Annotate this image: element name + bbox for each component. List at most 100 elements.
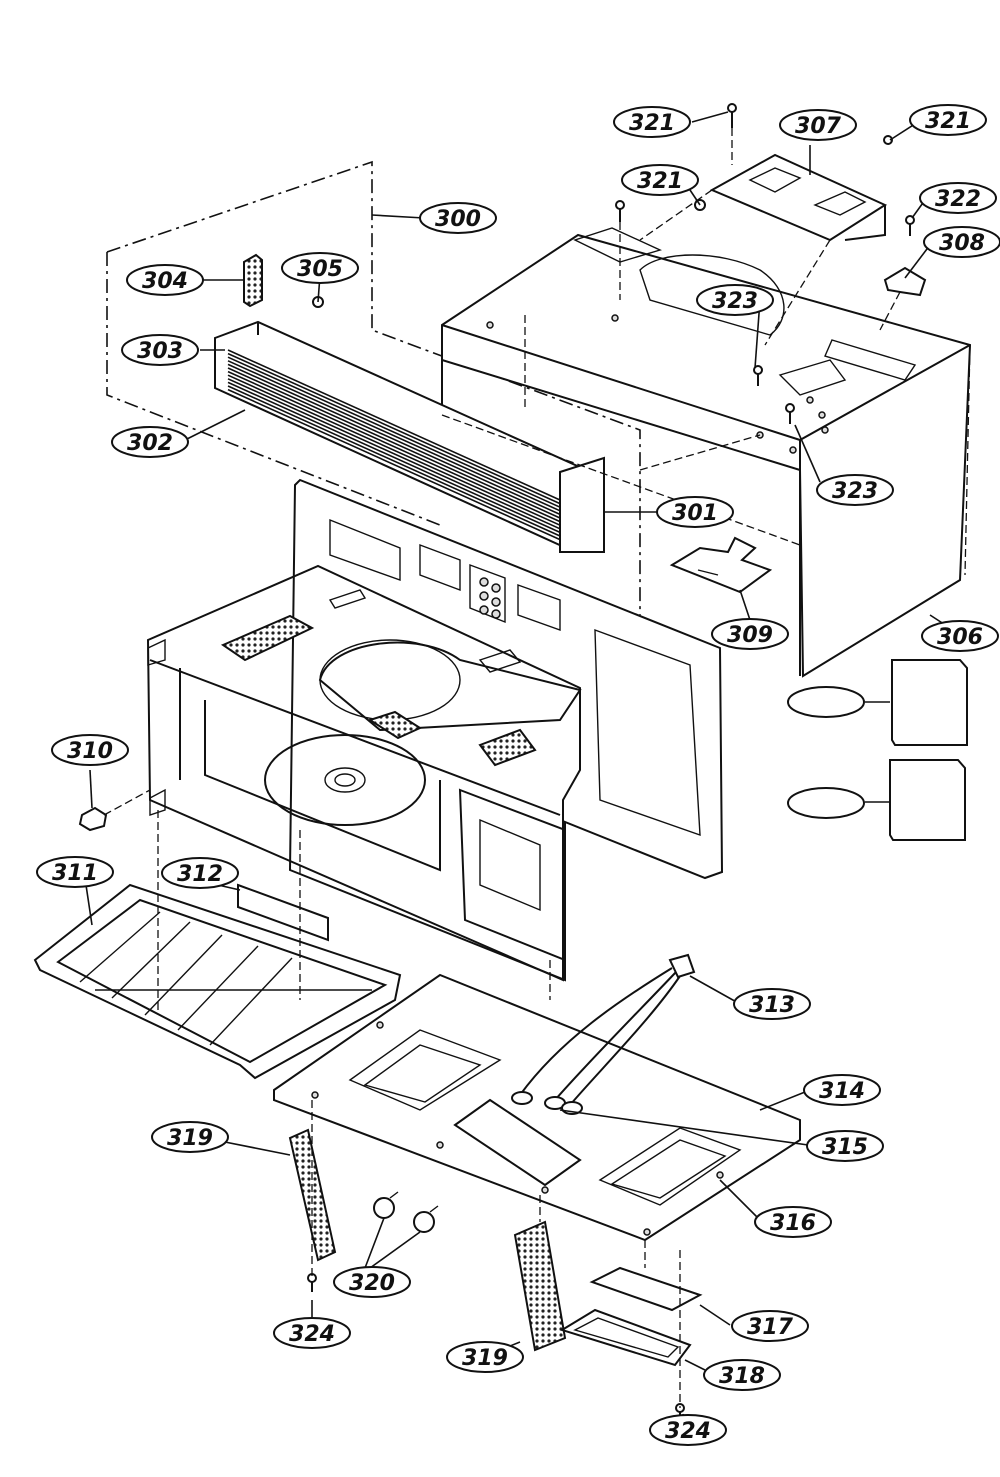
callout-oval [921, 620, 999, 652]
callout-number: 320 [349, 1271, 395, 1296]
callout-306-c306: 306 [921, 620, 999, 652]
part-319-filter-right [513, 1220, 567, 1352]
part-310-latch [78, 789, 151, 832]
callout-321-c321b: 321 [621, 164, 699, 196]
callout-oval [273, 1317, 351, 1349]
callout-number: 307 [795, 114, 842, 139]
part-313-wire-harness [511, 953, 696, 1115]
grille-slot [227, 349, 561, 501]
callout-number: 310 [67, 739, 113, 764]
callout-312-c312: 312 [161, 857, 239, 889]
part-314-bottom-plate [273, 973, 801, 1242]
callout-307-c307: 307 [779, 109, 857, 141]
callout-oval [161, 857, 239, 889]
callout-number: 319 [167, 1126, 213, 1151]
part-302-vent-grille [214, 320, 605, 553]
callout-blank-cblank2 [787, 787, 865, 819]
callout-310-c310: 310 [51, 734, 129, 766]
callout-number: 316 [770, 1211, 816, 1236]
callout-number: 303 [137, 339, 183, 364]
callout-oval [656, 496, 734, 528]
callout-number: 315 [822, 1135, 868, 1160]
callout-number: 317 [747, 1315, 794, 1340]
callout-oval [787, 787, 865, 819]
callout-323-c323a: 323 [696, 284, 774, 316]
callout-315-c315: 315 [806, 1130, 884, 1162]
callout-number: 312 [177, 862, 223, 887]
callout-300-c300: 300 [419, 202, 497, 234]
part-312-label [237, 883, 329, 942]
part-318-cover [559, 1308, 692, 1367]
callout-308-c308: 308 [923, 226, 1000, 258]
callout-number: 322 [935, 187, 981, 212]
callout-oval [111, 426, 189, 458]
callout-313-c313: 313 [733, 988, 811, 1020]
callout-oval [281, 252, 359, 284]
callout-303-c303: 303 [121, 334, 199, 366]
part-306-outer-case [441, 227, 972, 678]
part-307-top-plate [639, 153, 888, 346]
grille-slot [227, 378, 561, 530]
grille-slot [227, 388, 561, 541]
grille-slot [227, 356, 561, 508]
callout-number: 321 [925, 109, 971, 134]
callout-316-c316: 316 [754, 1206, 832, 1238]
callout-322-c322: 322 [919, 182, 997, 214]
grille-slot [227, 370, 561, 523]
callout-323-c323b: 323 [816, 474, 894, 506]
callout-oval [806, 1130, 884, 1162]
callout-324-c324a: 324 [273, 1317, 351, 1349]
callout-oval [151, 1121, 229, 1153]
part-chassis [146, 478, 724, 982]
callout-324-c324b: 324 [649, 1414, 727, 1446]
callout-number: 309 [727, 623, 773, 648]
callout-oval [803, 1074, 881, 1106]
callout-311-c311: 311 [36, 856, 114, 888]
callout-number: 319 [462, 1346, 508, 1371]
alignment-lines [157, 128, 971, 1408]
callout-number: 314 [819, 1079, 865, 1104]
part-319-filter-left [288, 1128, 337, 1262]
callout-319-c319b: 319 [446, 1341, 524, 1373]
callout-oval [649, 1414, 727, 1446]
callout-oval [754, 1206, 832, 1238]
callout-number: 313 [749, 993, 795, 1018]
callout-oval [696, 284, 774, 316]
callout-number: 311 [52, 861, 98, 886]
callout-number: 323 [712, 289, 758, 314]
callout-319-c319a: 319 [151, 1121, 229, 1153]
grille-slot [227, 352, 561, 505]
callout-number: 323 [832, 479, 878, 504]
callout-number: 318 [719, 1364, 765, 1389]
grille-slot [227, 363, 561, 516]
callout-oval [909, 104, 987, 136]
callout-oval [733, 988, 811, 1020]
callout-305-c305: 305 [281, 252, 359, 284]
part-304-filter [243, 253, 263, 308]
callout-number: 321 [629, 111, 675, 136]
part-308-bracket [879, 266, 927, 331]
callout-oval [703, 1359, 781, 1391]
callout-314-c314: 314 [803, 1074, 881, 1106]
callout-number: 302 [127, 431, 173, 456]
grille-slot [227, 381, 561, 534]
part-309-plate [669, 536, 773, 594]
callout-318-c318: 318 [703, 1359, 781, 1391]
callout-317-c317: 317 [731, 1310, 809, 1342]
part-300-boundary [106, 160, 641, 615]
part-311-rack [33, 883, 402, 1080]
callout-oval [919, 182, 997, 214]
callout-oval [126, 264, 204, 296]
callout-oval [779, 109, 857, 141]
callout-number: 308 [939, 231, 985, 256]
callout-oval [51, 734, 129, 766]
grille-slot [227, 360, 561, 512]
grille-slot [227, 367, 561, 519]
callout-number: 305 [297, 257, 343, 282]
callout-oval [333, 1266, 411, 1298]
callout-oval [419, 202, 497, 234]
callout-oval [621, 164, 699, 196]
callout-oval [787, 686, 865, 718]
